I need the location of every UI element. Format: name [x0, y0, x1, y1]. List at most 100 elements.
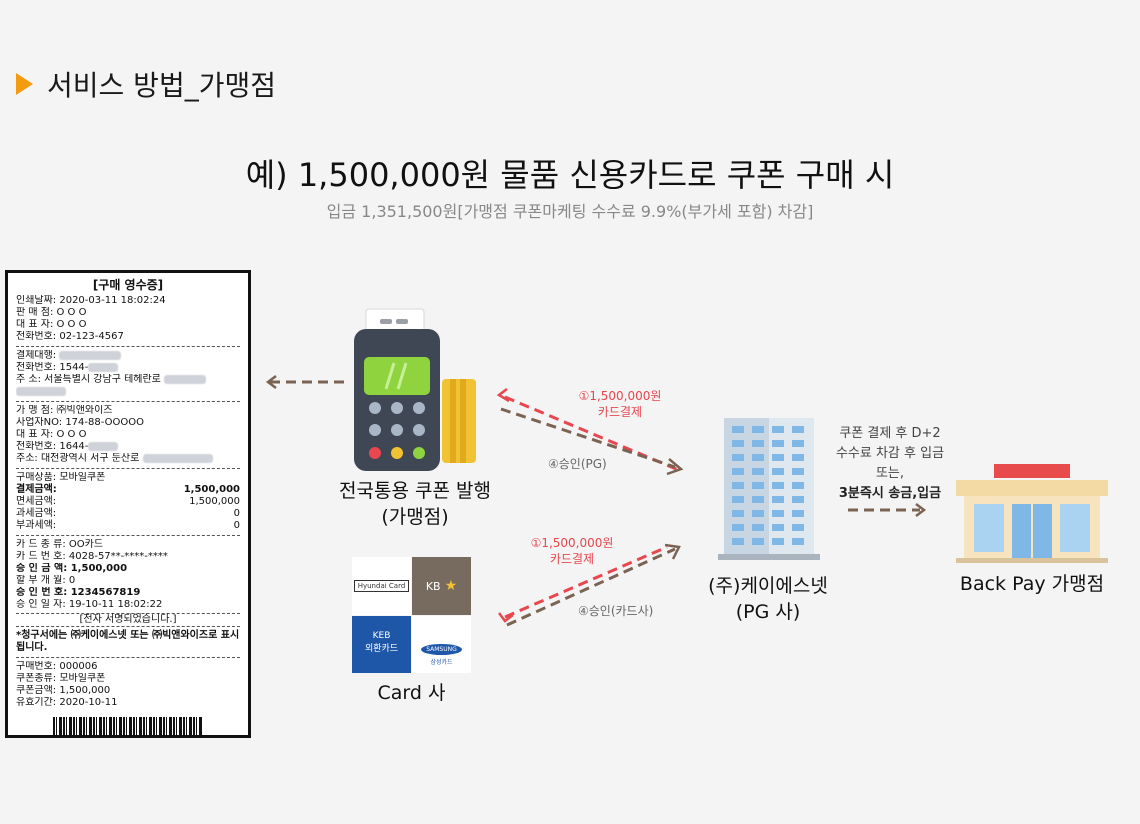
receipt-installment: 할 부 개 월: 0	[16, 575, 76, 586]
building-window	[772, 426, 784, 433]
card-company-label: Card 사	[377, 682, 446, 704]
building-window	[772, 538, 784, 545]
card-terminal-icon	[354, 308, 476, 471]
building-window	[792, 440, 804, 447]
building-window	[752, 524, 764, 531]
receipt-divider	[16, 535, 240, 536]
bottom-flow-arrows	[498, 543, 681, 627]
receipt-card-no: 카 드 번 호: 4028-57**-****-****	[16, 551, 168, 562]
building-window	[772, 468, 784, 475]
receipt-seller-phone: 전화번호: 02-123-4567	[16, 331, 124, 342]
samsung-card-logo: SAMSUNG 삼성카드	[412, 616, 471, 673]
section-title-text: 서비스 방법_가맹점	[47, 69, 276, 102]
building-window	[732, 440, 744, 447]
building-window	[752, 468, 764, 475]
bottom-approval-label: ④승인(카드사)	[578, 604, 654, 618]
receipt-notice: *청구서에는 ㈜케이에스넷 또는 ㈜빅앤와이즈로 표시됩니다.	[16, 630, 240, 653]
kb-card-logo: KB★	[412, 557, 471, 615]
receipt-merchant-phone: 전화번호: 1644-x	[16, 441, 240, 453]
building-window	[792, 454, 804, 461]
receipt-agent: 결제대행: x	[16, 350, 240, 362]
receipt-amount-row: 결제금액:1,500,000	[16, 484, 240, 495]
payment-arrow-head	[498, 612, 514, 623]
terminal-label: 전국통용 쿠폰 발행 (가맹점)	[339, 480, 491, 528]
store-label: Back Pay 가맹점	[959, 573, 1105, 595]
receipt-approval-date: 승 인 일 자: 19-10-11 18:02:22	[16, 599, 163, 610]
receipt-signed: [전자 서명되었습니다.]	[16, 613, 240, 627]
building-window	[732, 482, 744, 489]
receipt-vat-row: 부과세액:0	[16, 520, 240, 531]
bottom-payment-label: ①1,500,000원 카드결제	[530, 536, 614, 566]
building-window	[752, 440, 764, 447]
building-window	[752, 426, 764, 433]
purchase-receipt: [구매 영수증] 인쇄날짜: 2020-03-11 18:02:24 판 매 점…	[5, 270, 251, 738]
receipt-card-type: 카 드 종 류: OO카드	[16, 539, 104, 550]
building-icon	[718, 418, 820, 560]
building-window	[772, 510, 784, 517]
receipt-print-date: 인쇄날짜: 2020-03-11 18:02:24	[16, 295, 166, 306]
building-window	[752, 538, 764, 545]
building-window	[752, 496, 764, 503]
building-window	[732, 426, 744, 433]
receipt-merchant-rep: 대 표 자: O O O	[16, 429, 87, 440]
barcode-icon	[53, 717, 203, 735]
building-window	[792, 468, 804, 475]
settlement-arrow	[848, 503, 927, 517]
pg-label: (주)케이에스넷 (PG 사)	[708, 575, 828, 623]
building-window	[792, 524, 804, 531]
receipt-agent-address: 주 소: 서울특별시 강남구 테헤란로 x	[16, 374, 240, 386]
building-window	[792, 496, 804, 503]
building-window	[772, 524, 784, 531]
receipt-seller-rep: 대 표 자: O O O	[16, 319, 87, 330]
building-window	[732, 496, 744, 503]
receipt-divider	[16, 468, 240, 469]
receipt-agent-address-2: x	[16, 386, 240, 398]
building-window	[732, 468, 744, 475]
receipt-divider	[16, 346, 240, 347]
receipt-divider	[16, 657, 240, 658]
receipt-expiry: 유효기간: 2020-10-11	[16, 697, 118, 708]
top-flow-arrows	[496, 388, 684, 476]
receipt-taxable-row: 과세금액:0	[16, 508, 240, 519]
receipt-taxfree-row: 면세금액:1,500,000	[16, 496, 240, 507]
building-window	[772, 496, 784, 503]
building-window	[792, 538, 804, 545]
building-window	[752, 510, 764, 517]
receipt-seller: 판 매 점: O O O	[16, 307, 87, 318]
building-window	[752, 482, 764, 489]
building-window	[732, 510, 744, 517]
approval-arrow-line	[506, 547, 676, 627]
card-company-logos: Hyundai Card KB★ KEB 외환카드 SAMSUNG 삼성카드	[352, 557, 471, 673]
receipt-title: [구매 영수증]	[92, 278, 164, 292]
settlement-note: 쿠폰 결제 후 D+2 수수료 차감 후 입금 또는, 3분즉시 송금,입금	[835, 426, 945, 501]
building-window	[792, 510, 804, 517]
receipt-coupon-type: 쿠폰종류: 모바일쿠폰	[16, 673, 106, 684]
hyundai-card-logo: Hyundai Card	[352, 557, 411, 615]
approval-arrow-head	[664, 543, 681, 560]
building-window	[792, 426, 804, 433]
section-title: 서비스 방법_가맹점	[16, 64, 276, 104]
building-window	[792, 482, 804, 489]
top-approval-label: ④승인(PG)	[548, 457, 607, 471]
receipt-merchant-address: 주소: 대전광역시 서구 둔산로 x	[16, 453, 240, 465]
receipt-approval-no: 승 인 번 호: 1234567819	[16, 587, 141, 598]
building-window	[732, 538, 744, 545]
receipt-biz-no: 사업자NO: 174-88-OOOOO	[16, 417, 144, 428]
building-window	[732, 524, 744, 531]
building-window	[772, 440, 784, 447]
issue-receipt-arrow	[265, 375, 344, 389]
payment-arrow-line	[504, 545, 668, 619]
keb-card-logo: KEB 외환카드	[352, 616, 411, 673]
approval-arrow-head	[666, 458, 684, 476]
example-heading: 예) 1,500,000원 물품 신용카드로 쿠폰 구매 시	[245, 156, 895, 194]
triangle-bullet-icon	[16, 73, 33, 95]
receipt-approved-amount: 승 인 금 액: 1,500,000	[16, 563, 128, 574]
payment-arrow-head	[496, 388, 510, 403]
receipt-purchase-no: 구매번호: 000006	[16, 661, 98, 672]
approval-arrow-line	[500, 407, 676, 469]
receipt-product: 구매상품: 모바일쿠폰	[16, 472, 106, 483]
building-window	[732, 454, 744, 461]
building-window	[772, 454, 784, 461]
receipt-agent-phone: 전화번호: 1544-x	[16, 362, 240, 374]
example-subheading: 입금 1,351,500원[가맹점 쿠폰마케팅 수수료 9.9%(부가세 포함)…	[326, 202, 814, 221]
